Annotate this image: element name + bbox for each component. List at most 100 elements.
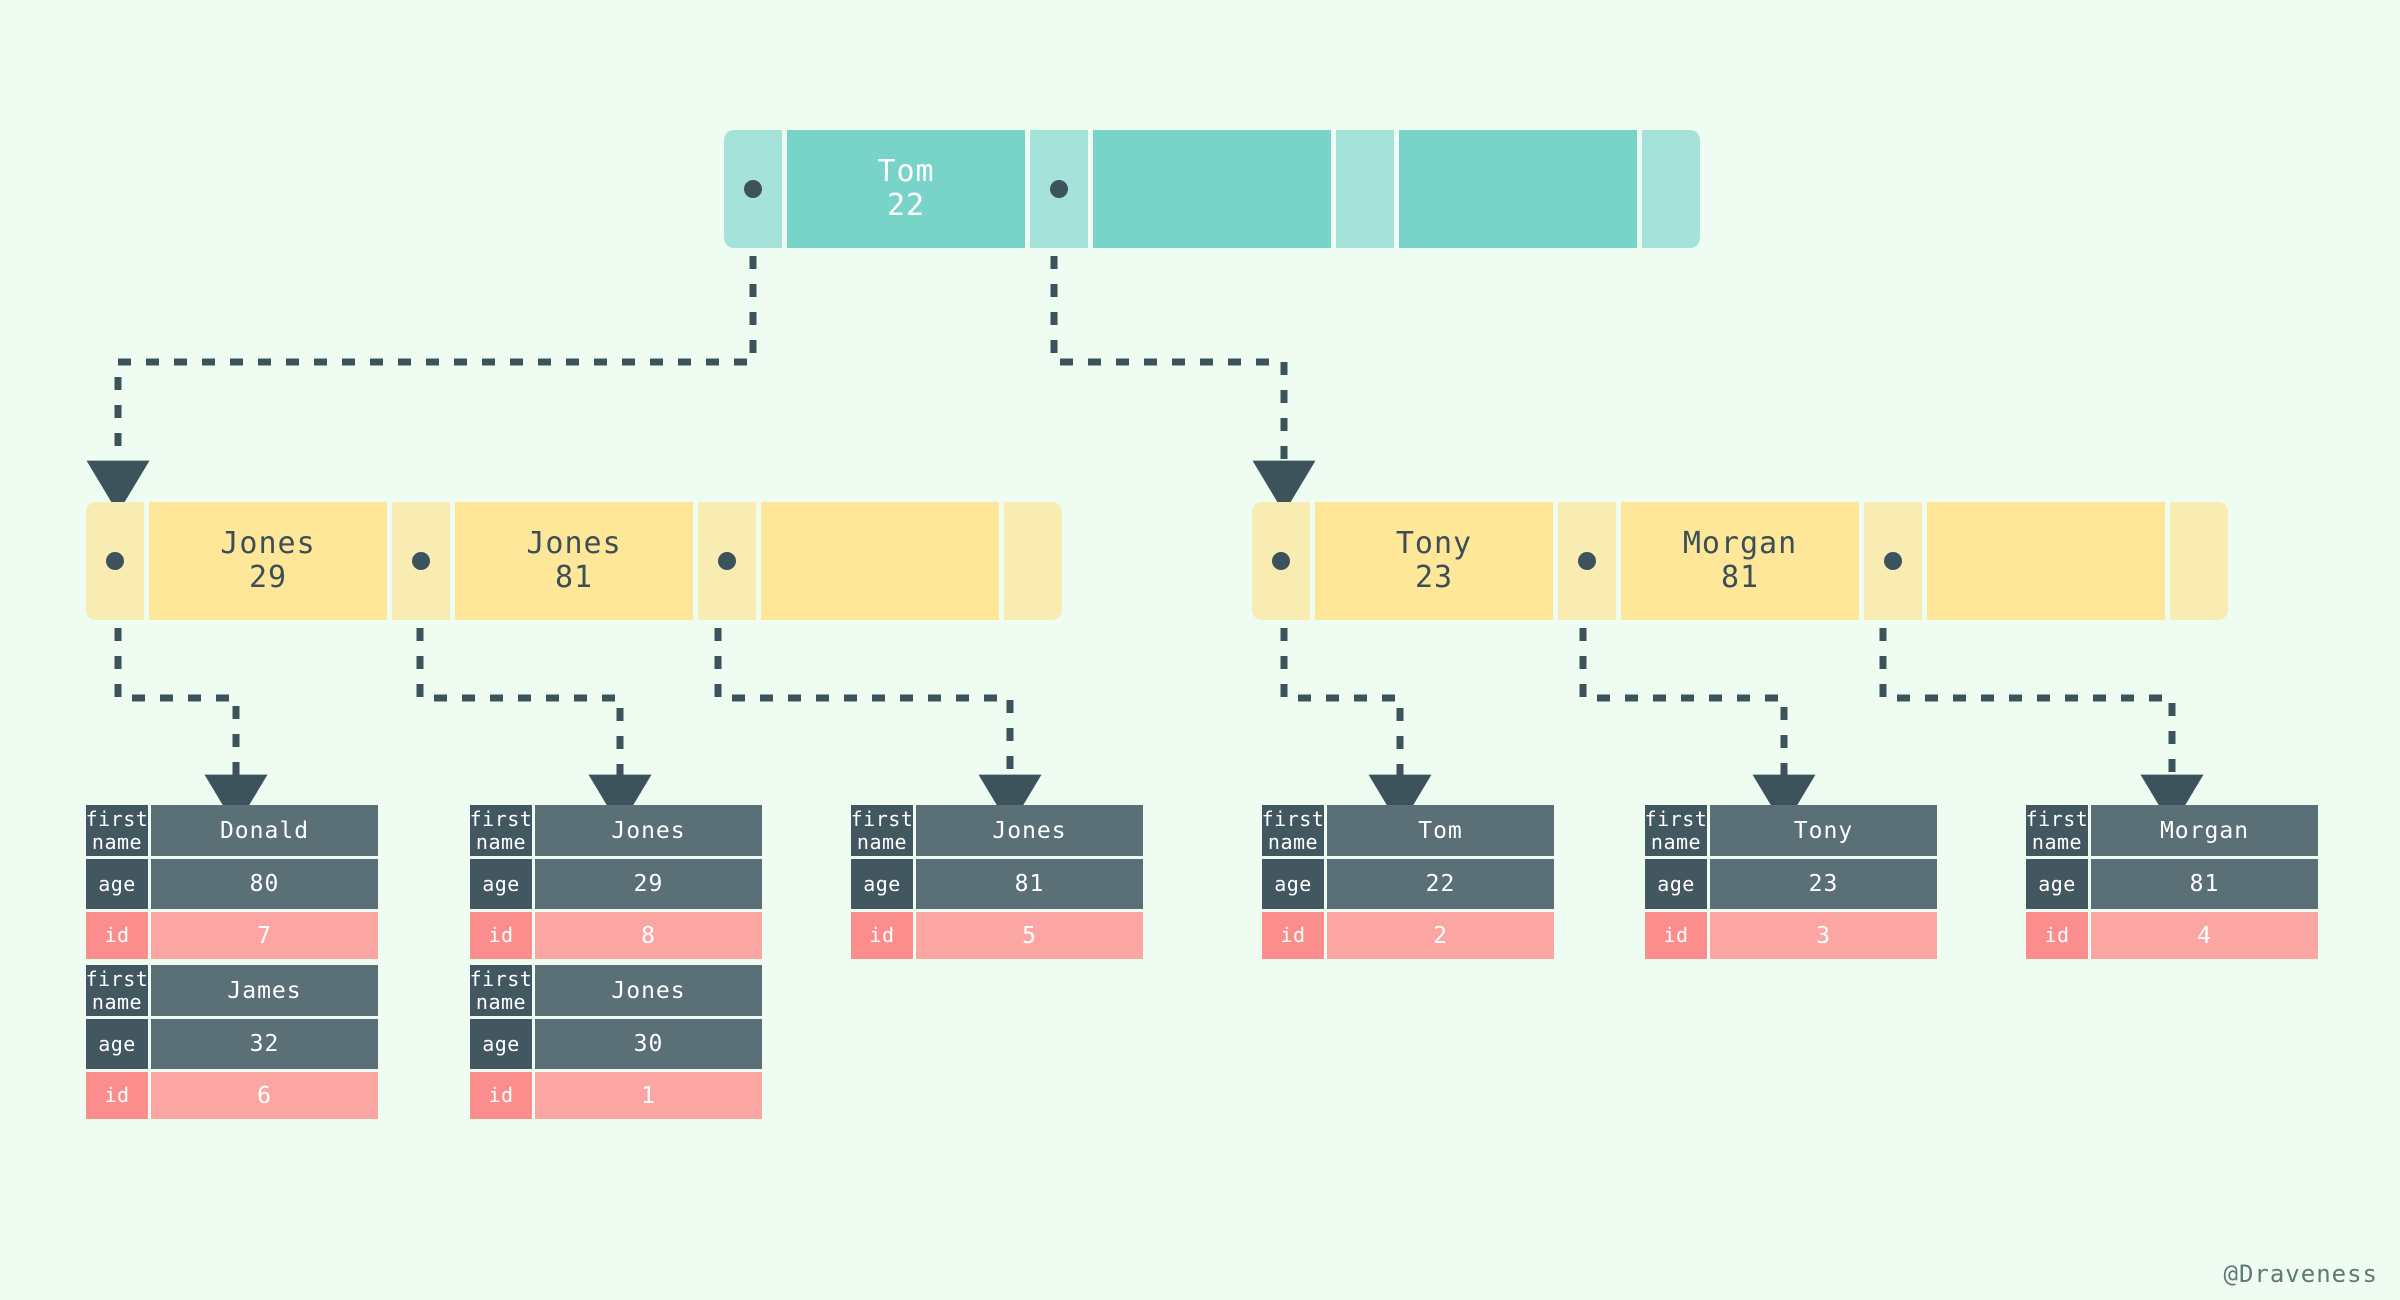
field-label-age: age xyxy=(1645,859,1707,909)
inner-right-pointer-6[interactable] xyxy=(2170,502,2228,620)
field-value-age: 29 xyxy=(535,859,762,909)
inner-left-pointer-6[interactable] xyxy=(1004,502,1062,620)
cell-divider xyxy=(1394,130,1399,248)
pointer-dot-icon xyxy=(1578,552,1596,570)
key-name: Jones xyxy=(220,526,316,562)
field-value-first-name: Jones xyxy=(535,965,762,1016)
root-pointer-0[interactable] xyxy=(724,130,782,248)
key-value: 81 xyxy=(554,560,594,595)
key-value: 22 xyxy=(886,188,926,223)
root-key-5[interactable] xyxy=(1399,130,1637,248)
watermark: @Draveness xyxy=(2223,1260,2378,1288)
inner-left-key-5[interactable] xyxy=(761,502,999,620)
key-name: Tom xyxy=(877,154,935,190)
inner-right-key-5[interactable] xyxy=(1927,502,2165,620)
pointer-dot-icon xyxy=(718,552,736,570)
inner-left-pointer-0[interactable] xyxy=(86,502,144,620)
key-name: Tony xyxy=(1395,526,1473,562)
cell-divider xyxy=(387,502,392,620)
field-value-age: 81 xyxy=(916,859,1143,909)
root-pointer-6[interactable] xyxy=(1642,130,1700,248)
inner-left-pointer-2[interactable] xyxy=(392,502,450,620)
field-label-age: age xyxy=(470,1019,532,1069)
inner-right-pointer-0[interactable] xyxy=(1252,502,1310,620)
cell-divider xyxy=(1616,502,1621,620)
cell-divider xyxy=(756,502,761,620)
field-label-age: age xyxy=(470,859,532,909)
field-value-first-name: Morgan xyxy=(2091,805,2318,856)
cell-divider xyxy=(999,502,1004,620)
key-name: Morgan xyxy=(1682,526,1798,562)
pointer-dot-icon xyxy=(106,552,124,570)
field-value-id: 6 xyxy=(151,1072,378,1119)
field-value-first-name: Jones xyxy=(916,805,1143,856)
field-label-id: id xyxy=(851,912,913,959)
field-value-id: 2 xyxy=(1327,912,1554,959)
root-pointer-2[interactable] xyxy=(1030,130,1088,248)
inner-left-pointer-4[interactable] xyxy=(698,502,756,620)
root-key-3[interactable] xyxy=(1093,130,1331,248)
field-value-age: 23 xyxy=(1710,859,1937,909)
pointer-dot-icon xyxy=(412,552,430,570)
edge-root-to-inner-left xyxy=(86,200,757,514)
key-name: Jones xyxy=(526,526,622,562)
field-value-id: 4 xyxy=(2091,912,2318,959)
field-label-id: id xyxy=(2026,912,2088,959)
pointer-dot-icon xyxy=(1272,552,1290,570)
cell-divider xyxy=(782,130,787,248)
cell-divider xyxy=(1553,502,1558,620)
field-value-first-name: Tom xyxy=(1327,805,1554,856)
field-label-id: id xyxy=(470,912,532,959)
inner-right-pointer-4[interactable] xyxy=(1864,502,1922,620)
root-pointer-4[interactable] xyxy=(1336,130,1394,248)
cell-divider xyxy=(2165,502,2170,620)
field-value-age: 22 xyxy=(1327,859,1554,909)
field-value-first-name: Jones xyxy=(535,805,762,856)
field-label-age: age xyxy=(2026,859,2088,909)
field-label-id: id xyxy=(86,1072,148,1119)
field-label-age: age xyxy=(86,859,148,909)
field-value-id: 5 xyxy=(916,912,1143,959)
cell-divider xyxy=(144,502,149,620)
field-label-age: age xyxy=(86,1019,148,1069)
cell-divider xyxy=(1025,130,1030,248)
pointer-dot-icon xyxy=(1050,180,1068,198)
inner-right-pointer-2[interactable] xyxy=(1558,502,1616,620)
field-label-age: age xyxy=(851,859,913,909)
